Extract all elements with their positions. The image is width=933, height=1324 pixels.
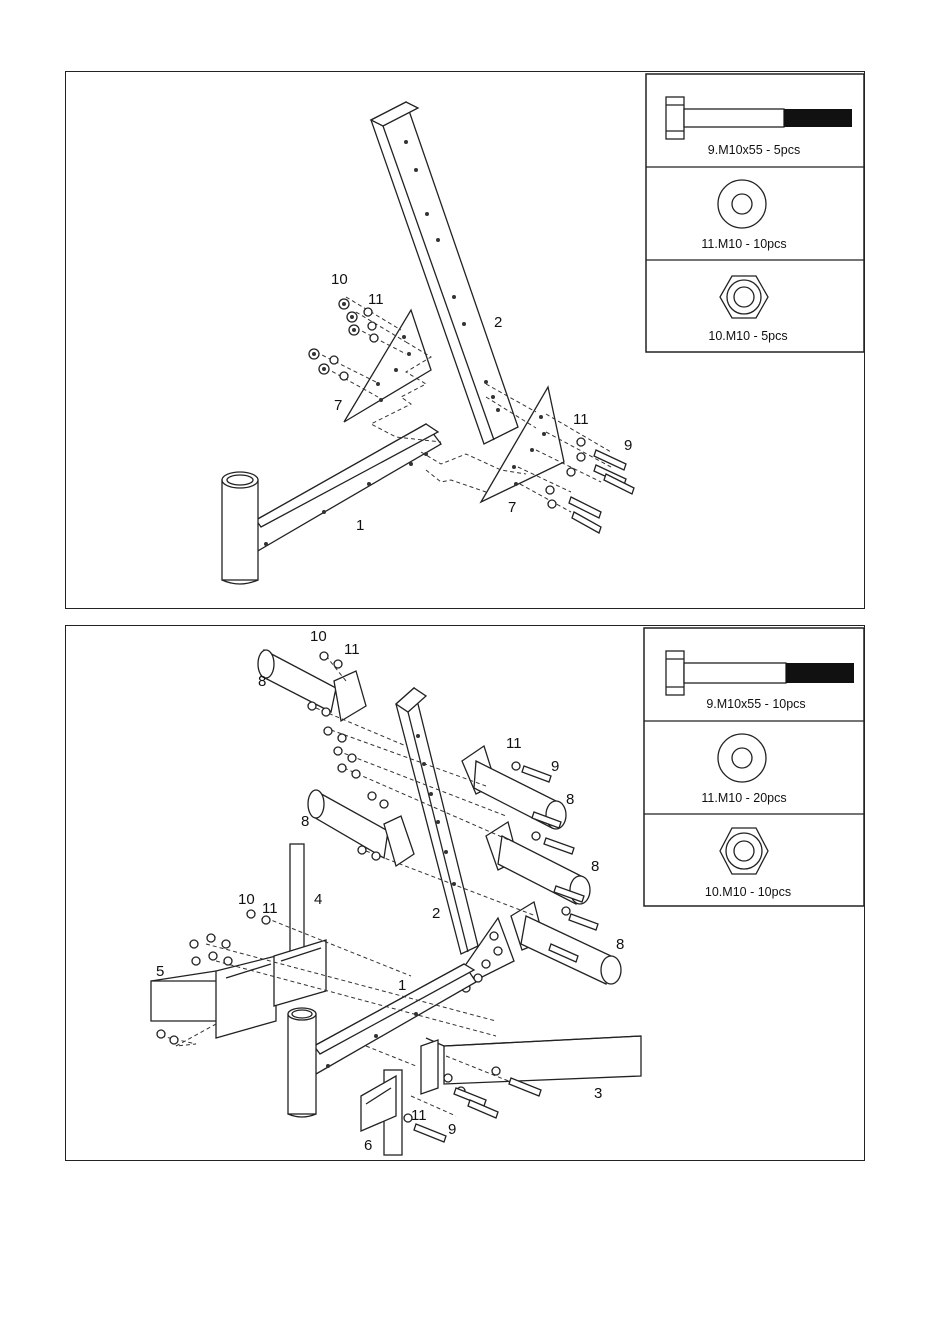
assembly-step-1-panel: 10 11 2 7 11 9 7 1 9.M10x55 - 5pcs 11 bbox=[65, 71, 865, 609]
callout-7-left: 7 bbox=[334, 397, 342, 414]
callout-5: 5 bbox=[156, 963, 164, 980]
callout-2: 2 bbox=[432, 905, 440, 922]
callout-6: 6 bbox=[364, 1137, 372, 1154]
callout-9-right: 9 bbox=[551, 758, 559, 775]
legend-bolt-label: 9.M10x55 - 5pcs bbox=[708, 143, 800, 157]
callout-11-left: 11 bbox=[368, 291, 384, 308]
callout-10: 10 bbox=[331, 271, 348, 288]
callout-10-left: 10 bbox=[238, 891, 255, 908]
legend-bolt-label: 9.M10x55 - 10pcs bbox=[706, 697, 805, 711]
callout-8-right-3: 8 bbox=[616, 936, 624, 953]
callout-2: 2 bbox=[494, 314, 502, 331]
callout-10-top: 10 bbox=[310, 628, 327, 645]
callout-3: 3 bbox=[594, 1085, 602, 1102]
part-8-peg-middle-left bbox=[308, 790, 414, 866]
legend-washer-label: 11.M10 - 20pcs bbox=[701, 791, 786, 805]
legend-nut-label: 10.M10 - 5pcs bbox=[708, 329, 787, 343]
callout-8-right-2: 8 bbox=[591, 858, 599, 875]
legend-washer-label: 11.M10 - 10pcs bbox=[701, 237, 786, 251]
hardware-legend-step-2: 9.M10x55 - 10pcs 11.M10 - 20pcs 10.M10 -… bbox=[644, 628, 864, 906]
part-1-base-beam bbox=[222, 424, 441, 584]
left-nuts-washers bbox=[309, 299, 378, 380]
callout-11-top: 11 bbox=[344, 641, 360, 658]
callout-11-bottom: 11 bbox=[411, 1107, 427, 1124]
washer-icon bbox=[718, 180, 766, 228]
callout-1: 1 bbox=[398, 977, 406, 994]
callout-1: 1 bbox=[356, 517, 364, 534]
legend-nut-label: 10.M10 - 10pcs bbox=[705, 885, 791, 899]
assembly-step-1-diagram: 10 11 2 7 11 9 7 1 9.M10x55 - 5pcs 11 bbox=[66, 72, 866, 610]
callout-4: 4 bbox=[314, 891, 322, 908]
hardware-legend-step-1: 9.M10x55 - 5pcs 11.M10 - 10pcs 10.M10 - … bbox=[646, 74, 864, 352]
callout-7-right: 7 bbox=[508, 499, 516, 516]
callout-11-left: 11 bbox=[262, 900, 278, 917]
callout-11-right: 11 bbox=[573, 411, 589, 428]
callout-8-left-mid: 8 bbox=[301, 813, 309, 830]
part-4-post bbox=[290, 844, 304, 956]
callout-8-top: 8 bbox=[258, 673, 266, 690]
callout-11-right: 11 bbox=[506, 735, 522, 752]
assembly-step-2-panel: 10 11 8 11 9 8 8 8 8 10 11 4 2 5 1 3 11 … bbox=[65, 625, 865, 1161]
assembly-step-2-diagram: 10 11 8 11 9 8 8 8 8 10 11 4 2 5 1 3 11 … bbox=[66, 626, 866, 1162]
callout-8-right-1: 8 bbox=[566, 791, 574, 808]
callout-9: 9 bbox=[624, 437, 632, 454]
callout-9-bottom: 9 bbox=[448, 1121, 456, 1138]
washer-icon bbox=[718, 734, 766, 782]
